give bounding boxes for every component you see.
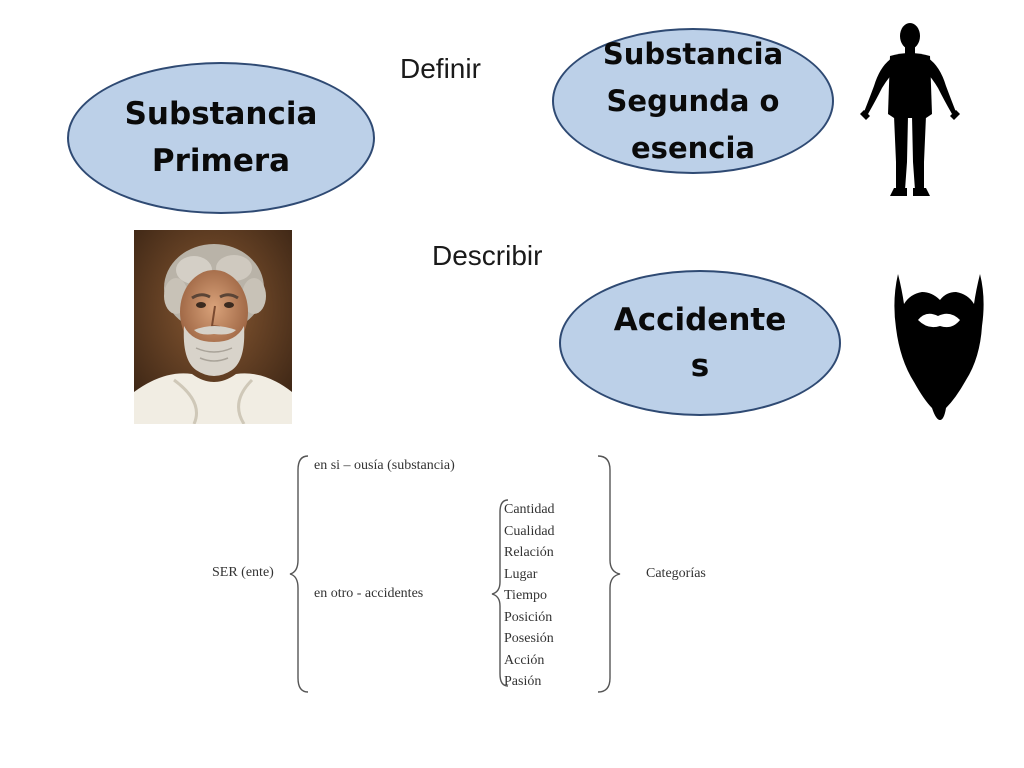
ser-categories-scheme: SER (ente) en si – ousía (substancia) en… bbox=[200, 448, 740, 704]
category-item: Cantidad bbox=[504, 502, 555, 517]
category-item: Lugar bbox=[504, 566, 538, 582]
node-label: s bbox=[690, 348, 710, 384]
node-label: Accidente bbox=[613, 302, 787, 338]
category-item: Pasión bbox=[504, 674, 542, 689]
node-label: esencia bbox=[631, 130, 755, 165]
node-accidentes: Accidente s bbox=[559, 270, 841, 416]
scheme-result: Categorías bbox=[646, 566, 706, 581]
beard-silhouette-icon bbox=[890, 270, 988, 422]
node-label: Substancia bbox=[602, 36, 784, 71]
label-definir: Definir bbox=[400, 53, 481, 84]
label-describir: Describir bbox=[432, 240, 543, 271]
brace-categories-left bbox=[491, 499, 509, 687]
category-item: Posesión bbox=[504, 631, 554, 646]
node-substancia-segunda: Substancia Segunda o esencia bbox=[552, 28, 834, 174]
scheme-branch-accidentes: en otro - accidentes bbox=[314, 586, 424, 601]
philosopher-portrait bbox=[134, 230, 292, 424]
scheme-braces bbox=[289, 455, 621, 693]
category-item: Relación bbox=[504, 545, 554, 560]
category-item: Posición bbox=[504, 609, 553, 625]
category-item: Tiempo bbox=[504, 588, 548, 603]
category-item: Cualidad bbox=[504, 523, 555, 539]
node-substancia-primera: Substancia Primera bbox=[67, 62, 375, 214]
node-label: Segunda o bbox=[606, 83, 780, 118]
scheme-branch-substancia: en si – ousía (substancia) bbox=[314, 458, 455, 473]
brace-ser bbox=[289, 455, 309, 693]
category-item: Acción bbox=[504, 652, 545, 668]
node-label: Substancia bbox=[124, 96, 318, 132]
brace-categories-right bbox=[597, 455, 621, 693]
human-silhouette-icon bbox=[858, 22, 962, 198]
node-label: Primera bbox=[151, 143, 291, 179]
scheme-root: SER (ente) bbox=[212, 565, 274, 580]
